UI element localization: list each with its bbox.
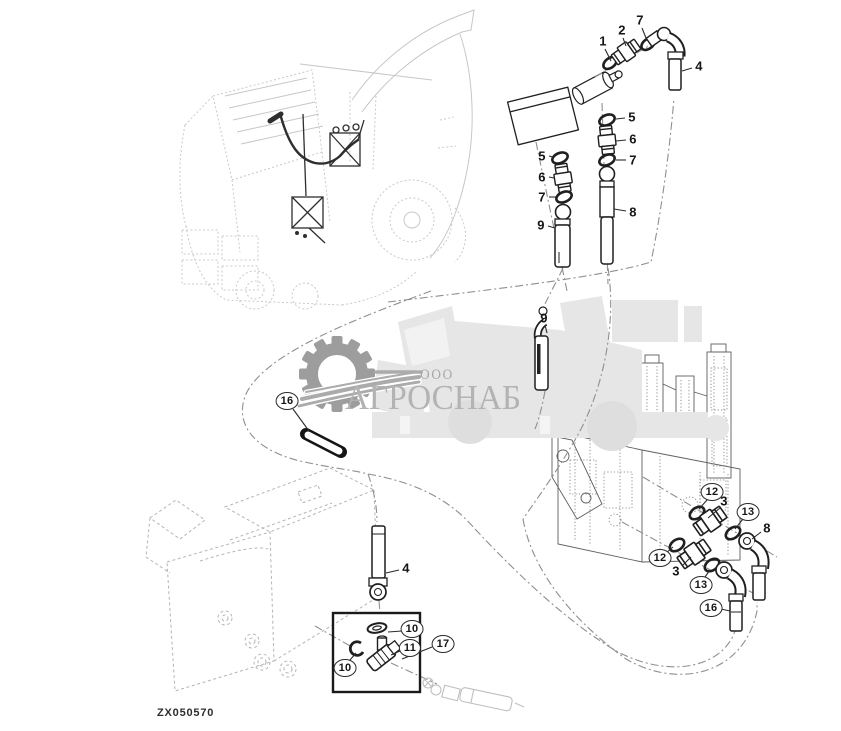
tank-sketch [145, 467, 379, 692]
part-6-adapter [553, 162, 573, 194]
part-4-hose-end [368, 525, 388, 601]
part-13-oring [703, 557, 721, 573]
drawing-number: ZX050570 [157, 707, 215, 719]
part-4-elbow-hose [645, 26, 686, 91]
watermark-title: АГРОСНАБ [345, 378, 521, 417]
part-9-hose [533, 306, 549, 391]
part-12-oring [668, 537, 686, 553]
part-16-hose-segment [300, 428, 347, 458]
part-10-clip [348, 640, 365, 657]
part-13-oring [724, 525, 742, 541]
watermark-harvester-silhouette [372, 296, 729, 451]
part-3-adapter [676, 538, 712, 570]
watermark-swoosh [296, 369, 423, 409]
watermark-prefix: ООО [420, 367, 454, 383]
part-8-elbow-hose [738, 532, 770, 601]
part-7-oring [555, 190, 573, 204]
machine-hose-highlight [267, 111, 365, 244]
part-2-adapter [610, 38, 642, 66]
inset-kit-box [331, 611, 422, 694]
part-11-tee-fitting [366, 635, 402, 672]
cylinder-sketch [506, 70, 623, 146]
callout-leader-lines [292, 27, 762, 661]
part-7-oring [598, 153, 616, 167]
part-10-oring [366, 622, 388, 634]
part-5-oring [598, 113, 616, 127]
part-8-hose [598, 165, 616, 265]
part-16-elbow-hose [715, 561, 747, 632]
part-3-adapter [692, 505, 728, 537]
machine-sketch [179, 9, 475, 310]
part-9-hose [554, 203, 572, 268]
part-6-adapter [597, 124, 617, 156]
ghost-fitting-sketch [422, 677, 525, 712]
parts [300, 26, 770, 632]
